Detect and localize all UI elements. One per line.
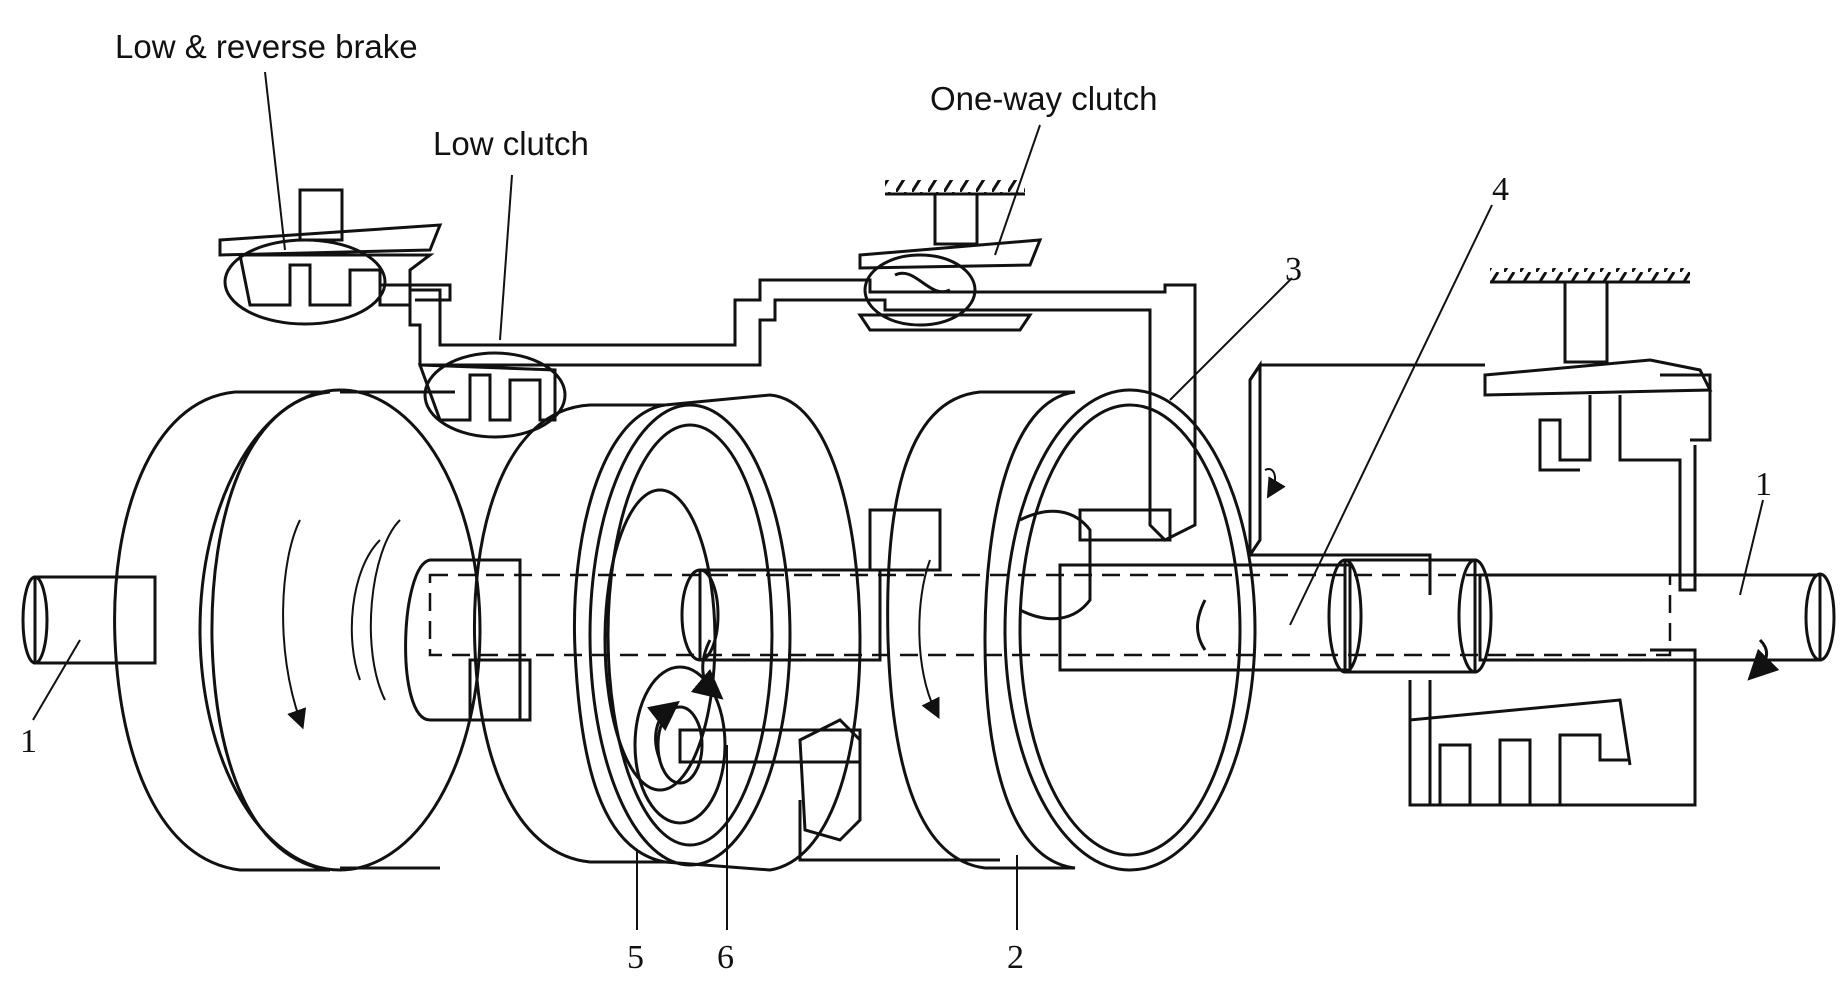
label-one-way-clutch: One-way clutch — [930, 80, 1157, 117]
linkage-bar — [408, 278, 1197, 542]
leader-lines — [32, 71, 1764, 930]
input-shaft-left — [21, 575, 157, 665]
label-6: 6 — [717, 939, 734, 976]
label-1-left: 1 — [20, 723, 37, 760]
central-shaft — [428, 508, 1672, 700]
low-reverse-brake — [218, 188, 452, 326]
output-shaft-right — [1478, 572, 1836, 681]
low-clutch — [417, 351, 567, 439]
label-3: 3 — [1285, 251, 1302, 288]
right-housing — [1248, 268, 1713, 807]
label-4: 4 — [1492, 171, 1509, 208]
sleeve-shaft-4 — [1058, 558, 1493, 674]
ring-gear-drum-5 — [473, 393, 862, 872]
label-low-clutch: Low clutch — [433, 125, 589, 162]
label-1-right: 1 — [1755, 466, 1772, 503]
left-drum — [113, 388, 532, 872]
front-drum-2 — [798, 388, 1257, 872]
label-2: 2 — [1007, 939, 1024, 976]
label-low-reverse-brake: Low & reverse brake — [115, 28, 418, 65]
planet-pinion-6 — [633, 665, 862, 842]
one-way-clutch — [857, 180, 1043, 332]
label-5: 5 — [627, 939, 644, 976]
